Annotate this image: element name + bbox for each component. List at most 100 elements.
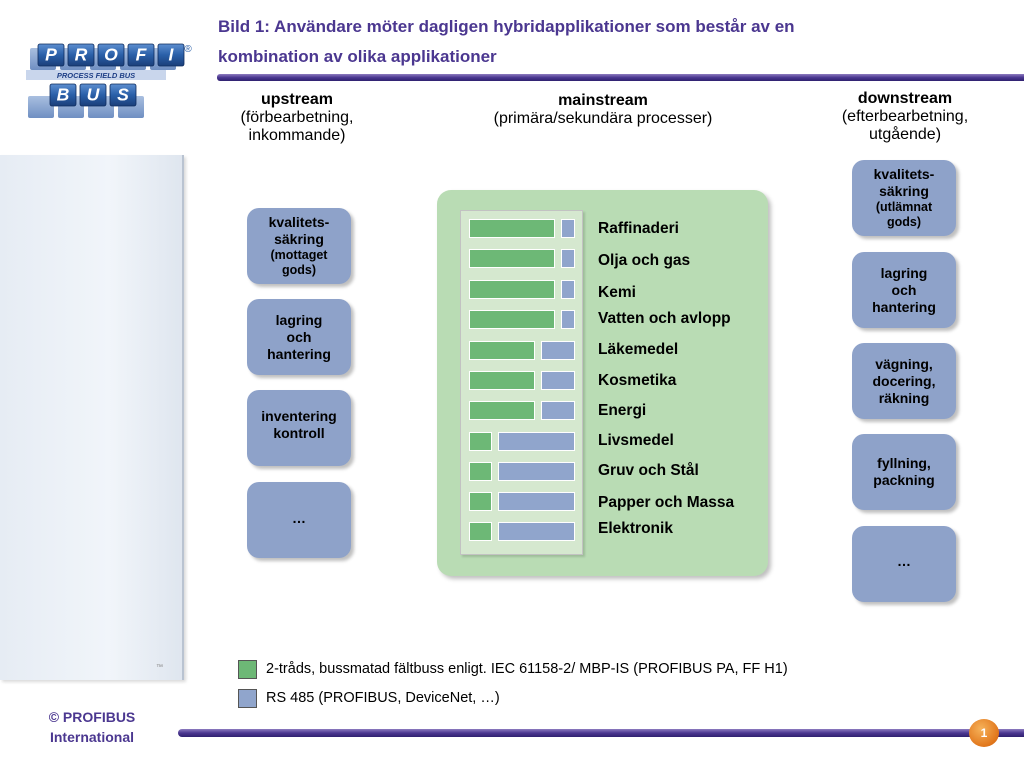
box-label: hantering — [267, 345, 331, 362]
logo-top-tile-2 — [67, 43, 95, 67]
legend-swatch-2wire — [238, 660, 257, 679]
bar-rs485-11 — [498, 522, 575, 541]
bar-rs485-10 — [498, 492, 575, 511]
trademark-mark: ™ — [156, 664, 163, 671]
industry-label: Papper och Massa — [598, 494, 735, 511]
bar-2wire-11 — [469, 522, 492, 541]
box-label: docering, — [872, 372, 936, 389]
box-sublabel: gods) — [886, 215, 922, 229]
bar-rs485-3 — [561, 280, 575, 299]
box-sublabel: (utlämnat — [875, 200, 933, 214]
box-label: säkring — [879, 183, 929, 199]
industry-label: Olja och gas — [598, 252, 691, 269]
box-label: hantering — [872, 298, 936, 315]
logo-bottom-letter-2: U — [87, 85, 101, 105]
bar-rs485-7 — [541, 401, 575, 420]
upstream-header: upstream (förbearbetning, inkommande) — [212, 91, 382, 145]
box-label: kontroll — [273, 425, 325, 441]
logo-registered-mark: ® — [184, 44, 192, 55]
downstream-box-more: … — [852, 526, 956, 602]
box-label: fyllning, — [877, 455, 931, 471]
downstream-heading: downstream — [857, 90, 953, 107]
downstream-sub-1: (efterbearbetning, — [841, 108, 969, 125]
mainstream-header: mainstream (primära/sekundära processer) — [448, 92, 758, 128]
upstream-sub-1: (förbearbetning, — [240, 109, 354, 126]
box-label: och — [286, 328, 312, 345]
mainstream-sub-1: (primära/sekundära processer) — [493, 110, 713, 127]
upstream-heading: upstream — [260, 91, 334, 108]
upstream-box-quality: kvalitets- säkring (mottaget gods) — [247, 208, 351, 284]
industry-label: Kemi — [598, 284, 636, 301]
logo-top-tile-1 — [37, 43, 65, 67]
copyright-line-2: International — [49, 729, 134, 745]
logo-top-tile-3 — [97, 43, 125, 67]
logo-bottom-tile-3 — [109, 83, 137, 107]
logo-bottom-tile-2 — [79, 83, 107, 107]
bar-2wire-3 — [469, 280, 555, 299]
downstream-sub-2: utgående) — [868, 126, 942, 143]
industry-label: Elektronik — [598, 520, 673, 537]
box-label: … — [897, 553, 911, 569]
logo-top-letter-1: P — [45, 45, 57, 65]
downstream-box-filling: fyllning, packning — [852, 434, 956, 510]
logo-bottom-tile-1 — [49, 83, 77, 107]
box-label: kvalitets- — [873, 166, 935, 182]
industry-label: Energi — [598, 402, 647, 419]
logo-band-text: PROCESS FIELD BUS — [57, 71, 135, 80]
box-sublabel: gods) — [281, 263, 317, 277]
box-label: lagring — [880, 264, 928, 281]
logo-top-tile-4 — [127, 43, 155, 67]
box-label: kvalitets- — [268, 214, 330, 230]
copyright-notice: © PROFIBUS International — [30, 707, 154, 747]
logo-bottom-letter-1: B — [57, 85, 70, 105]
box-sublabel: (mottaget — [270, 248, 328, 262]
bar-2wire-4 — [469, 310, 555, 329]
bus-share-bars — [460, 210, 583, 555]
bar-2wire-6 — [469, 371, 535, 390]
box-label: … — [292, 510, 306, 526]
downstream-box-storage: lagring och hantering — [852, 252, 956, 328]
industry-label: Kosmetika — [598, 372, 677, 389]
box-label: inventering — [261, 408, 337, 424]
legend-swatch-rs485 — [238, 689, 257, 708]
page-number-badge: 1 — [969, 719, 999, 747]
left-side-panel — [0, 155, 184, 680]
slide-title: Bild 1: Användare möter dagligen hybrida… — [218, 12, 938, 72]
bar-2wire-10 — [469, 492, 492, 511]
bar-rs485-6 — [541, 371, 575, 390]
mainstream-heading: mainstream — [558, 92, 648, 109]
bar-rs485-1 — [561, 219, 575, 238]
legend-text-rs485: RS 485 (PROFIBUS, DeviceNet, …) — [266, 690, 500, 706]
logo-bottom-letter-3: S — [117, 85, 129, 105]
logo-top-letter-4: F — [136, 45, 148, 65]
bar-rs485-4 — [561, 310, 575, 329]
bar-2wire-2 — [469, 249, 555, 268]
downstream-header: downstream (efterbearbetning, utgående) — [810, 90, 1000, 144]
upstream-sub-2: inkommande) — [248, 127, 346, 144]
downstream-box-quality: kvalitets- säkring (utlämnat gods) — [852, 160, 956, 236]
industry-label: Gruv och Stål — [598, 462, 699, 479]
title-rule — [217, 74, 1024, 81]
box-label: packning — [873, 472, 935, 488]
industry-label: Raffinaderi — [598, 220, 679, 237]
box-label: lagring — [275, 311, 323, 328]
downstream-box-weighing: vägning, docering, räkning — [852, 343, 956, 419]
logo-top-letter-2: R — [75, 45, 88, 65]
industry-label: Läkemedel — [598, 341, 679, 358]
bar-2wire-8 — [469, 432, 492, 451]
bar-2wire-1 — [469, 219, 555, 238]
box-label: och — [891, 281, 917, 298]
bar-rs485-5 — [541, 341, 575, 360]
bar-rs485-8 — [498, 432, 575, 451]
title-line-2: kombination av olika applikationer — [218, 47, 497, 66]
bar-rs485-2 — [561, 249, 575, 268]
logo-top-letter-3: O — [104, 45, 118, 65]
legend-text-2wire: 2-tråds, bussmatad fältbuss enligt. IEC … — [266, 661, 788, 677]
bar-2wire-5 — [469, 341, 535, 360]
bar-2wire-9 — [469, 462, 492, 481]
logo-top-tile-5 — [157, 43, 185, 67]
logo-band — [26, 70, 166, 80]
footer-rule — [178, 729, 1024, 737]
upstream-box-inventory: inventering kontroll — [247, 390, 351, 466]
